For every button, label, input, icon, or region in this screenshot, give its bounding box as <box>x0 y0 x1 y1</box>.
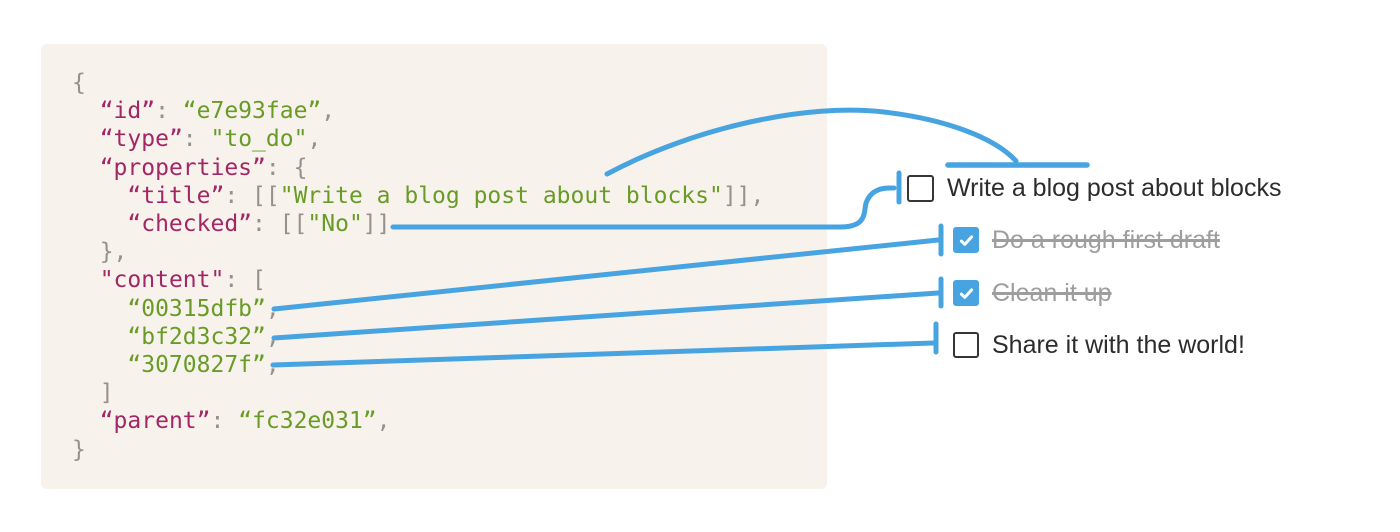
json-punctuation <box>72 155 100 181</box>
json-punctuation: } <box>72 436 86 463</box>
todo-item: Do a rough first draft <box>953 222 1220 258</box>
json-punctuation: : [[ <box>224 182 280 209</box>
todo-item: Write a blog post about blocks <box>907 170 1281 206</box>
json-string-value: "to_do" <box>210 126 308 153</box>
json-punctuation: , <box>265 323 280 350</box>
json-punctuation: ]] <box>362 211 391 238</box>
code-line: “title”: [["Write a blog post about bloc… <box>72 183 764 209</box>
code-line: } <box>72 437 86 463</box>
code-line: “bf2d3c32”, <box>72 323 280 350</box>
code-line: “parent”: “fc32e031”, <box>72 408 391 434</box>
json-punctuation: : { <box>265 154 308 181</box>
json-punctuation: , <box>321 98 336 125</box>
json-string-value: "Write a blog post about blocks" <box>279 182 723 209</box>
json-punctuation: : <box>182 126 211 153</box>
json-string-value: "No" <box>307 211 363 238</box>
code-line: “checked”: [["No"]] <box>72 211 391 238</box>
json-punctuation <box>72 98 100 124</box>
todo-label: Clean it up <box>992 278 1112 307</box>
code-line: “id”: “e7e93fae”, <box>72 98 335 124</box>
todo-checkbox-unchecked[interactable] <box>907 174 934 202</box>
code-line: “00315dfb”, <box>72 295 280 322</box>
json-punctuation <box>72 408 100 434</box>
checkmark-icon <box>959 287 973 299</box>
json-key: “type” <box>99 126 183 153</box>
todo-label: Share it with the world! <box>992 330 1245 359</box>
json-punctuation: : <box>155 98 183 125</box>
json-code: { “id”: “e7e93fae”, “type”: "to_do", “pr… <box>72 69 764 464</box>
json-punctuation <box>72 324 127 350</box>
code-line: "content": [ <box>72 267 266 293</box>
json-key: “parent” <box>99 408 211 435</box>
code-line: ] <box>72 380 114 406</box>
json-punctuation: { <box>72 70 86 96</box>
code-line: “type”: "to_do", <box>72 126 322 153</box>
json-punctuation: , <box>265 352 280 379</box>
todo-label: Do a rough first draft <box>992 225 1220 254</box>
json-key: "content" <box>99 267 225 294</box>
json-string-value: “e7e93fae” <box>182 98 322 125</box>
todo-label: Write a blog post about blocks <box>947 173 1282 202</box>
todo-item: Clean it up <box>953 275 1112 311</box>
json-punctuation <box>72 126 100 152</box>
code-line: { <box>72 70 86 96</box>
json-punctuation <box>72 296 127 322</box>
code-line: “properties”: { <box>72 154 308 181</box>
json-punctuation: : [ <box>224 267 266 294</box>
json-code-panel: { “id”: “e7e93fae”, “type”: "to_do", “pr… <box>41 44 827 489</box>
code-line: }, <box>72 239 128 266</box>
json-string-value: “3070827f” <box>127 352 266 379</box>
json-key: “title” <box>127 182 225 209</box>
json-key: “properties” <box>99 154 266 181</box>
json-string-value: “fc32e031” <box>238 408 377 435</box>
json-punctuation <box>72 267 100 293</box>
json-punctuation: , <box>307 126 322 153</box>
json-key: “id” <box>99 98 156 125</box>
todo-checkbox-checked[interactable] <box>953 280 979 306</box>
todo-checkbox-checked[interactable] <box>953 227 979 253</box>
json-string-value: “00315dfb” <box>127 295 266 322</box>
json-punctuation: ]], <box>722 182 765 209</box>
json-punctuation: , <box>265 295 280 322</box>
checkmark-icon <box>959 234 973 246</box>
json-punctuation: }, <box>72 239 128 266</box>
json-punctuation: : [[ <box>252 211 308 238</box>
json-punctuation: : <box>210 408 239 435</box>
todo-checkbox-unchecked[interactable] <box>953 332 979 358</box>
code-line: “3070827f”, <box>72 352 280 379</box>
json-punctuation: , <box>376 408 391 435</box>
json-punctuation: ] <box>72 380 114 407</box>
json-punctuation <box>72 352 127 378</box>
json-key: “checked” <box>127 211 253 238</box>
json-punctuation <box>72 183 127 209</box>
json-string-value: “bf2d3c32” <box>127 323 266 350</box>
todo-item: Share it with the world! <box>953 327 1245 363</box>
json-punctuation <box>72 211 127 237</box>
